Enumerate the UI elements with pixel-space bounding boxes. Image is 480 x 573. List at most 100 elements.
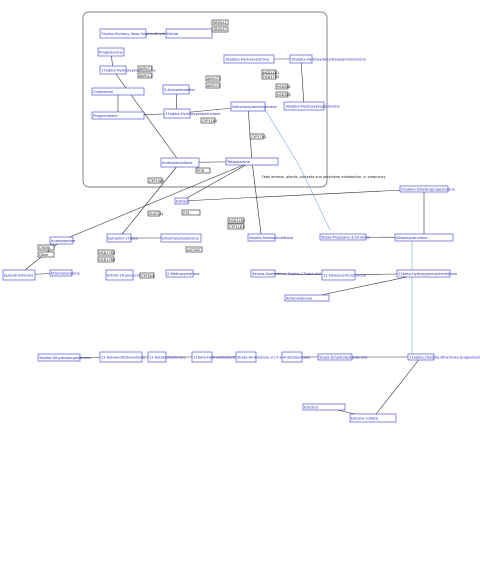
metabolite-node[interactable]: 16alpha-Hydroxyestrone bbox=[223, 54, 275, 64]
gene-label: HSD11B2 bbox=[229, 219, 245, 223]
metabolite-box bbox=[247, 233, 276, 242]
reaction-edge bbox=[61, 161, 253, 241]
metabolite-node[interactable]: Allopregnanolone bbox=[394, 233, 454, 242]
metabolite-node[interactable]: Estetrol bbox=[302, 403, 346, 411]
metabolite-box bbox=[396, 269, 451, 278]
gene-label: HSD17B3 bbox=[99, 251, 115, 255]
metabolite-node[interactable]: 16alpha-Hydroxyprogesterone bbox=[283, 101, 340, 111]
metabolite-label: Etiocholanolone bbox=[51, 271, 80, 275]
metabolite-label: 16alpha-Hydroxydehydroepiandrosterone bbox=[291, 57, 367, 61]
metabolite-node[interactable]: Dihydrotestosterone bbox=[160, 233, 202, 243]
gene-box bbox=[137, 65, 153, 72]
metabolite-box bbox=[91, 87, 145, 96]
metabolite-node[interactable]: Dehydroepiandrosterone bbox=[230, 101, 277, 112]
metabolite-node[interactable]: 17alpha-Hydroxypregnenolone bbox=[163, 108, 221, 119]
metabolite-box bbox=[163, 108, 191, 119]
gene-label: CYP3A4 bbox=[141, 274, 154, 278]
metabolite-node[interactable]: 17alpha,20alpha-Dihydroxy-progesterone bbox=[407, 353, 480, 361]
metabolite-node[interactable]: 11-Deoxycorticosterone bbox=[321, 269, 367, 281]
metabolite-node[interactable]: Estriol bbox=[165, 28, 213, 39]
metabolite-node[interactable]: 11beta-Hydroxytestosterone bbox=[191, 351, 245, 363]
metabolite-node[interactable]: 5alpha-Androstane-3alpha,17beta-diol bbox=[250, 269, 321, 278]
metabolite-node[interactable]: 17alpha-Hydroxyprogesterone bbox=[99, 65, 156, 75]
gene-node[interactable]: SRD5A1 bbox=[211, 19, 229, 26]
gene-node[interactable]: HSD3B1 bbox=[275, 83, 291, 90]
gene-node[interactable]: CYP19A1 bbox=[147, 177, 164, 184]
gene-node[interactable]: UGT2B7 bbox=[185, 246, 203, 253]
metabolite-label: Cholesterol bbox=[93, 90, 113, 94]
metabolite-label: 11-Ketoandrostenedione bbox=[101, 355, 146, 359]
gene-label: CYB5A bbox=[39, 246, 51, 250]
gene-label: CYP19A1 bbox=[149, 179, 164, 183]
gene-box bbox=[275, 83, 289, 90]
gene-label: HSD3B2 bbox=[277, 93, 291, 97]
gene-node[interactable]: AKR1C4 bbox=[205, 82, 221, 89]
metabolite-node[interactable]: 5-Androstenediol bbox=[162, 84, 195, 95]
metabolite-label: Estradiol-17beta bbox=[108, 236, 138, 240]
gene-node[interactable]: POR bbox=[195, 167, 211, 174]
gene-node[interactable]: HSD17B3 bbox=[97, 249, 115, 256]
gene-node[interactable]: CYB5A bbox=[37, 244, 55, 251]
gene-box bbox=[139, 272, 155, 279]
gene-box bbox=[185, 246, 203, 253]
metabolite-box bbox=[105, 269, 134, 281]
gene-node[interactable]: HSD11B2 bbox=[227, 217, 245, 224]
metabolite-node[interactable]: 5alpha-Dihydroprogesterone bbox=[37, 353, 91, 362]
metabolite-node[interactable]: 5beta-Androstane-3,17-dione bbox=[235, 351, 291, 363]
gene-label: POR bbox=[197, 169, 205, 173]
gene-node[interactable]: AKR1C1 bbox=[137, 65, 153, 72]
metabolite-node[interactable]: Androstenediol bbox=[281, 351, 310, 363]
metabolite-node[interactable]: Pregnenolone bbox=[91, 111, 145, 120]
metabolite-node[interactable]: Androstenedione bbox=[160, 157, 200, 168]
metabolite-node[interactable]: 20alpha-Dihydroprogesterone bbox=[399, 185, 456, 193]
gene-node[interactable]: HSD3B2 bbox=[275, 91, 291, 98]
metabolite-node[interactable]: Adrenosterone bbox=[284, 294, 330, 302]
gene-box bbox=[137, 72, 153, 79]
metabolite-node[interactable]: 11beta-Hydroxyandrostenedione bbox=[396, 269, 458, 278]
gene-node[interactable]: AKR1C3 bbox=[205, 75, 221, 82]
gene-node[interactable]: SRD5A2 bbox=[211, 26, 229, 33]
gene-node[interactable]: CYP11A1 bbox=[200, 117, 217, 124]
gene-node[interactable]: Other bbox=[37, 251, 55, 258]
metabolite-node[interactable]: Estrone sulfate bbox=[349, 413, 397, 423]
gene-node[interactable]: AKR1C2 bbox=[137, 72, 153, 79]
metabolite-label: 5beta-Dihydrotestosterone bbox=[319, 355, 368, 359]
gene-node[interactable]: HSD17B2 bbox=[261, 73, 279, 80]
metabolite-box bbox=[284, 294, 330, 302]
metabolite-node[interactable]: Estradiol-17beta bbox=[106, 233, 138, 243]
metabolite-label: Estetrol bbox=[304, 405, 318, 409]
metabolite-node[interactable]: 5alpha-Androstanedione bbox=[247, 233, 294, 242]
metabolite-node[interactable]: 2-Methoxyestrone bbox=[165, 269, 200, 278]
metabolite-node[interactable]: 11-Ketoandrostenedione bbox=[99, 351, 146, 363]
metabolite-label: Epiandrosterone bbox=[4, 273, 34, 277]
metabolite-node[interactable]: Cholesterol bbox=[91, 87, 145, 96]
metabolite-box bbox=[165, 269, 194, 278]
gene-node[interactable]: HSD17B6 bbox=[97, 256, 115, 263]
metabolite-node[interactable]: 11-Ketotestosterone bbox=[147, 351, 186, 363]
metabolite-node[interactable]: Androsterone bbox=[49, 236, 76, 245]
gene-label: AKR1C3 bbox=[207, 77, 221, 81]
gene-label: Other bbox=[39, 253, 49, 257]
metabolite-node[interactable]: Epiandrosterone bbox=[2, 269, 36, 281]
gene-box bbox=[37, 244, 55, 251]
metabolite-node[interactable]: 16alpha-Hydroxydehydroepiandrosterone bbox=[289, 54, 367, 64]
metabolite-node[interactable]: Estriol-16-glucuronide bbox=[105, 269, 147, 281]
metabolite-node[interactable]: Estrone bbox=[174, 197, 190, 205]
metabolite-label: 5alpha-Androstane-3alpha,17beta-diol bbox=[252, 272, 321, 276]
metabolite-node[interactable]: 7alpha-Hydroxy-3oxo-5alpha-dihydro bbox=[99, 28, 168, 39]
metabolite-node[interactable]: 5beta-Pregnane-3,20-dione bbox=[319, 233, 371, 241]
metabolite-node[interactable]: Etiocholanolone bbox=[49, 269, 80, 277]
metabolite-box bbox=[160, 233, 202, 243]
gene-node[interactable]: STS bbox=[181, 209, 201, 216]
gene-node[interactable]: CYP17A1 bbox=[249, 133, 266, 140]
gene-node[interactable]: CYP11B1 bbox=[227, 223, 245, 230]
metabolite-node[interactable]: Testosterone bbox=[225, 157, 279, 166]
metabolite-node[interactable]: Progesterone bbox=[97, 47, 125, 57]
metabolite-box bbox=[162, 84, 190, 95]
gene-box bbox=[97, 249, 115, 256]
gene-node[interactable]: SULT2A1 bbox=[147, 210, 164, 217]
gene-label: SRD5A2 bbox=[213, 28, 227, 32]
metabolite-node[interactable]: 5beta-Dihydrotestosterone bbox=[317, 353, 368, 361]
gene-node[interactable]: CYP3A4 bbox=[139, 272, 155, 279]
